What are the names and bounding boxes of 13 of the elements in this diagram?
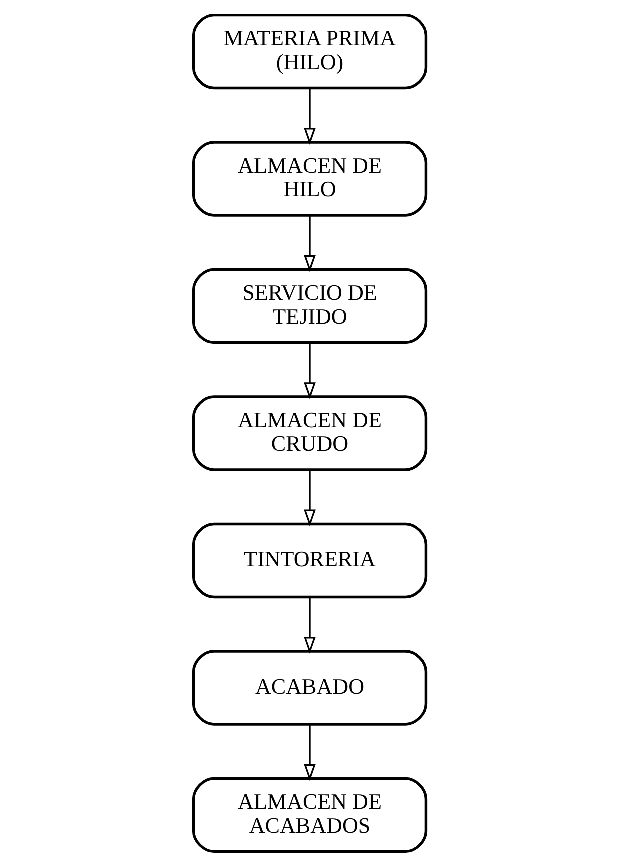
arrow bbox=[304, 88, 316, 146]
arrow bbox=[304, 216, 316, 272]
node-box: MATERIA PRIMA (HILO) bbox=[192, 14, 428, 90]
node-box: ALMACEN DE HILO bbox=[192, 141, 428, 217]
arrow bbox=[304, 470, 316, 527]
node-box: TINTORERIA bbox=[192, 522, 428, 599]
arrow bbox=[304, 343, 316, 400]
node-box: ALMACEN DE ACABADOS bbox=[192, 777, 428, 854]
node-box: SERVICIO DE TEJIDO bbox=[192, 268, 428, 344]
node-box: ACABADO bbox=[192, 650, 428, 726]
arrow bbox=[304, 724, 316, 782]
arrow bbox=[304, 598, 316, 654]
node-box: ALMACEN DE CRUDO bbox=[192, 396, 428, 472]
